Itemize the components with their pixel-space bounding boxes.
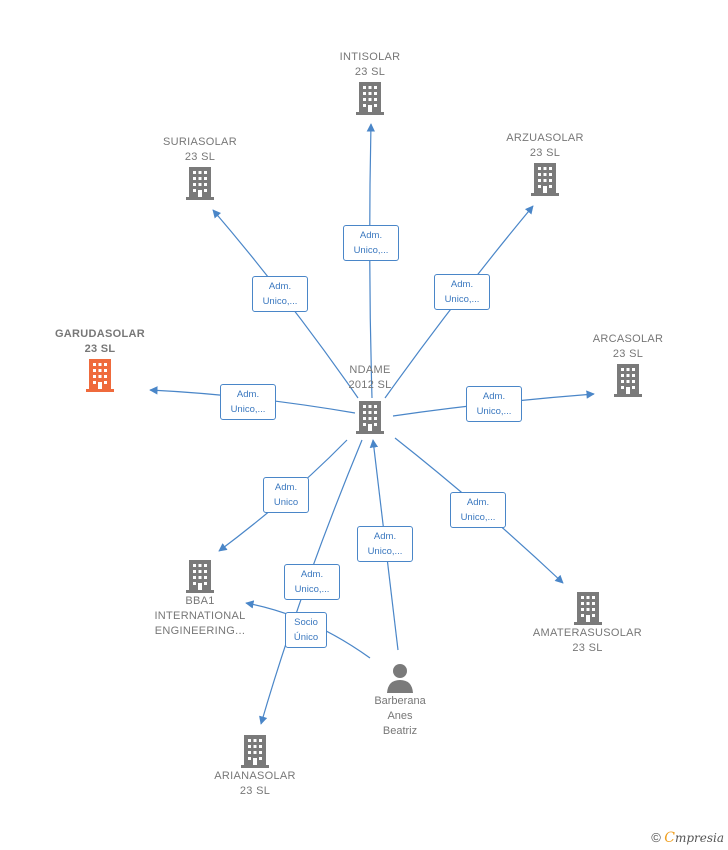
building-icon <box>573 592 602 625</box>
node-label: ARIANASOLAR 23 SL <box>214 770 296 797</box>
building-icon <box>614 364 642 397</box>
person-icon <box>387 664 413 693</box>
node-arzuasolar[interactable]: ARZUASOLAR 23 SL <box>495 131 595 197</box>
relation-label-person-center[interactable]: Adm. Unico,... <box>357 526 413 562</box>
node-center[interactable]: NDAME 2012 SL <box>320 363 420 435</box>
node-label: SURIASOLAR 23 SL <box>163 136 237 163</box>
brand-watermark: © Cmpresia <box>651 830 724 846</box>
node-label: GARUDASOLAR 23 SL <box>54 328 146 355</box>
building-icon <box>356 82 384 115</box>
brand-name: mpresia <box>674 831 724 845</box>
building-icon <box>241 735 269 768</box>
building-icon <box>186 167 214 200</box>
relation-label-amaterasu[interactable]: Adm. Unico,... <box>450 492 506 528</box>
node-arcasolar[interactable]: ARCASOLAR 23 SL <box>578 332 678 398</box>
building-icon <box>356 401 384 434</box>
brand-logo-letter: C <box>664 830 675 846</box>
node-label: ARZUASOLAR 23 SL <box>506 132 584 159</box>
relation-label-arcasolar[interactable]: Adm. Unico,... <box>466 386 522 422</box>
relation-label-arzuasolar[interactable]: Adm. Unico,... <box>434 274 490 310</box>
relation-label-intisolar[interactable]: Adm. Unico,... <box>343 225 399 261</box>
node-ariana[interactable]: ARIANASOLAR 23 SL <box>200 733 310 799</box>
building-icon <box>531 163 559 196</box>
node-label: ARCASOLAR 23 SL <box>592 333 664 360</box>
relation-label-bba1[interactable]: Adm. Unico <box>263 477 309 513</box>
edge-to-intisolar <box>366 123 376 399</box>
building-icon <box>186 560 214 593</box>
node-label: NDAME 2012 SL <box>348 364 392 391</box>
copyright-symbol: © <box>651 830 661 845</box>
building-icon <box>86 359 114 392</box>
node-suriasolar[interactable]: SURIASOLAR 23 SL <box>150 135 250 201</box>
node-label: Barberana Anes Beatriz <box>374 695 426 737</box>
node-person[interactable]: Barberana Anes Beatriz <box>352 662 448 739</box>
node-intisolar[interactable]: INTISOLAR 23 SL <box>320 50 420 116</box>
relation-label-ariana[interactable]: Adm. Unico,... <box>284 564 340 600</box>
relation-label-person-bba1[interactable]: Socio Único <box>285 612 327 648</box>
relation-label-suriasolar[interactable]: Adm. Unico,... <box>252 276 308 312</box>
node-garudasolar[interactable]: GARUDASOLAR 23 SL <box>45 327 155 393</box>
node-label: BBA1 INTERNATIONAL ENGINEERING... <box>154 595 246 637</box>
node-label: AMATERASUSOLAR 23 SL <box>532 627 643 654</box>
node-amaterasu[interactable]: AMATERASUSOLAR 23 SL <box>525 590 650 656</box>
node-label: INTISOLAR 23 SL <box>339 51 401 78</box>
node-bba1[interactable]: BBA1 INTERNATIONAL ENGINEERING... <box>140 558 260 639</box>
relation-label-garudasolar[interactable]: Adm. Unico,... <box>220 384 276 420</box>
